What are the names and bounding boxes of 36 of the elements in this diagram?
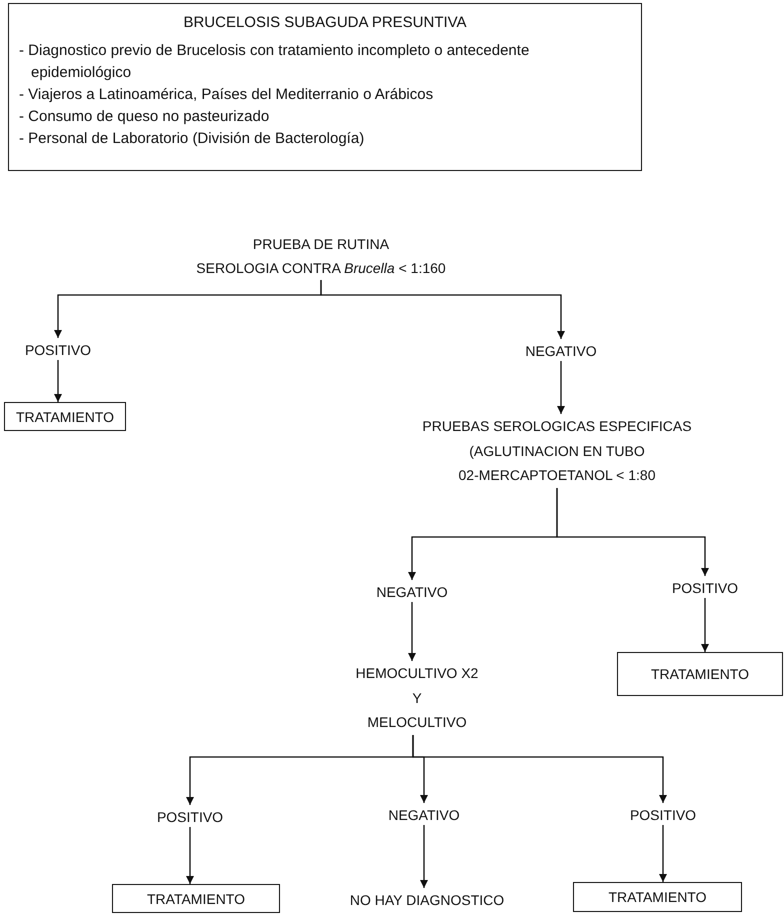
flow-label: POSITIVO <box>603 803 723 825</box>
result-box: TRATAMIENTO <box>112 884 280 913</box>
arrow <box>320 280 565 339</box>
flow-label: PRUEBAS SEROLOGICAS ESPECIFICAS <box>421 417 693 436</box>
arrow <box>420 825 428 888</box>
arrow <box>701 598 709 652</box>
result-box: TRATAMIENTO <box>4 402 126 431</box>
arrow <box>54 360 62 402</box>
arrow <box>659 825 667 882</box>
flow-label: (AGLUTINACION EN TUBO <box>468 442 646 461</box>
arrow <box>557 361 565 414</box>
flow-label: PRUEBA DE RUTINA <box>252 235 390 254</box>
bullet-item: - Personal de Laboratorio (División de Bacterología) <box>19 129 366 149</box>
flow-label: NEGATIVO <box>364 803 484 825</box>
arrow <box>186 827 194 884</box>
result-box: TRATAMIENTO <box>617 652 783 696</box>
arrow <box>556 488 709 576</box>
flow-label: MELOCULTIVO <box>366 713 468 732</box>
flow-label: SEROLOGIA CONTRA Brucella < 1:160 <box>195 259 447 278</box>
flow-label: POSITIVO <box>130 805 250 827</box>
flow-label: POSITIVO <box>645 576 765 598</box>
flow-label: Y <box>411 688 423 708</box>
criteria-panel <box>8 3 642 171</box>
arrow <box>408 602 416 661</box>
bullet-item: - Viajeros a Latinoamérica, Países del Mediterranio o Arábicos <box>19 85 434 105</box>
flow-label: 02-MERCAPTOETANOL < 1:80 <box>458 466 656 486</box>
flow-label: NEGATIVO <box>501 339 621 361</box>
flow-label: NO HAY DIAGNOSTICO <box>317 888 537 910</box>
flow-label: POSITIVO <box>8 338 108 360</box>
result-box: TRATAMIENTO <box>573 882 742 912</box>
bullet-item: - Consumo de queso no pasteurizado <box>19 107 270 127</box>
flow-label: HEMOCULTIVO X2 <box>354 664 480 683</box>
panel-heading: BRUCELOSIS SUBAGUDA PRESUNTIVA <box>182 13 468 33</box>
bullet-item: - Diagnostico previo de Brucelosis con tratamiento incompleto o antecedente epidemiológico <box>19 41 530 83</box>
flow-label: NEGATIVO <box>352 580 472 602</box>
arrow <box>412 735 667 803</box>
